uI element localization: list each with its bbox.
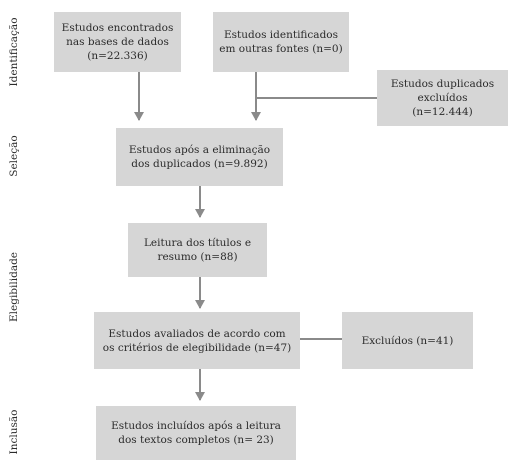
box-text: nas bases de dados: [66, 36, 169, 48]
box-text: resumo (n=88): [157, 251, 238, 263]
box-text: Estudos avaliados de acordo com: [108, 327, 286, 340]
box-text: os critérios de elegibilidade (n=47): [102, 341, 292, 354]
stage-label-selecao: Seleção: [8, 135, 20, 177]
stage-label-inclusao: Inclusão: [8, 409, 20, 455]
box-text: dos duplicados (n=9.892): [131, 158, 268, 170]
stage-label-elegibilidade: Elegibilidade: [8, 251, 20, 323]
box-database-records: Estudos encontrados nas bases de dados (…: [54, 12, 181, 72]
box-text: Leitura dos títulos e: [143, 237, 252, 249]
box-text: Estudos após a eliminação: [128, 144, 271, 156]
box-title-abstract-screening: Leitura dos títulos e resumo (n=88): [128, 223, 267, 277]
box-text: Estudos identificados: [223, 29, 338, 41]
box-text: em outras fontes (n=0): [219, 43, 343, 55]
box-text: Excluídos (n=41): [361, 334, 454, 347]
box-text: Estudos duplicados: [390, 78, 495, 90]
box-text: dos textos completos (n= 23): [118, 434, 274, 446]
box-duplicates-removed: Estudos duplicados excluídos (n=12.444): [377, 70, 508, 126]
box-text: excluídos: [417, 92, 468, 104]
box-text: Estudos encontrados: [61, 22, 174, 34]
box-text: Estudos incluídos após a leitura: [111, 420, 281, 432]
box-other-sources: Estudos identificados em outras fontes (…: [213, 12, 349, 72]
box-text: (n=12.444): [412, 106, 473, 118]
box-after-deduplication: Estudos após a eliminação dos duplicados…: [116, 128, 283, 186]
box-text: (n=22.336): [87, 50, 148, 62]
box-eligibility-assessed: Estudos avaliados de acordo com os crité…: [94, 312, 300, 369]
box-included: Estudos incluídos após a leitura dos tex…: [96, 406, 296, 460]
box-excluded: Excluídos (n=41): [342, 312, 473, 369]
stage-label-identificacao: Identificação: [8, 17, 20, 87]
